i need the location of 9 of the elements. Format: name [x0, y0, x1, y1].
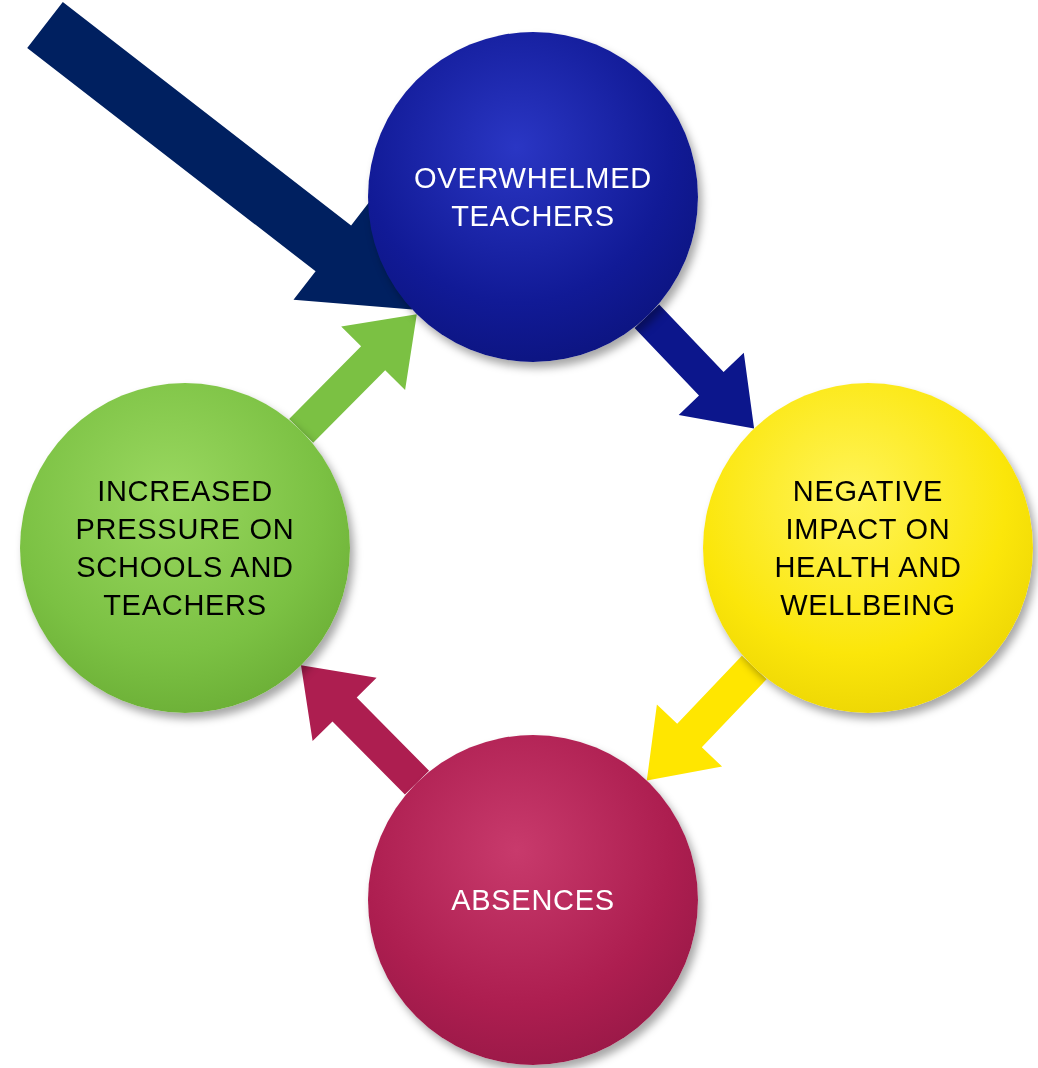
block-arrow	[634, 304, 755, 429]
node-label: INCREASED PRESSURE ON SCHOOLS AND TEACHERS	[74, 474, 296, 623]
block-arrow	[646, 655, 767, 781]
node-label: NEGATIVE IMPACT ON HEALTH AND WELLBEING	[773, 474, 963, 623]
block-arrow	[301, 665, 430, 795]
block-arrow	[27, 2, 413, 310]
block-arrow	[289, 314, 417, 443]
node-label: OVERWHELMED TEACHERS	[413, 161, 653, 234]
node-label: ABSENCES	[450, 883, 616, 918]
